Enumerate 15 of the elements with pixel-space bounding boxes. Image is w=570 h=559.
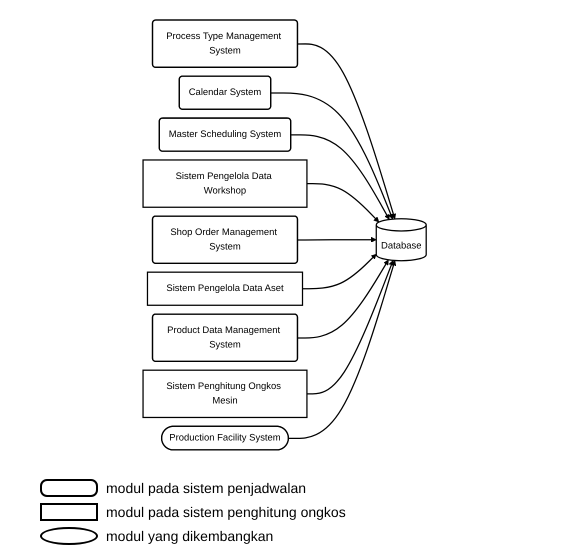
arrow	[298, 42, 396, 219]
node-box: Sistem Penghitung Ongkos Mesin	[142, 369, 308, 418]
arrow	[291, 134, 390, 220]
legend-label: modul pada sistem penghitung ongkos	[106, 504, 346, 520]
arrow	[298, 236, 377, 242]
node-box: Sistem Pengelola Data Aset	[147, 271, 304, 306]
arrow	[289, 260, 397, 439]
legend-label: modul yang dikembangkan	[106, 528, 274, 544]
node-box: Sistem Pengelola Data Workshop	[142, 158, 308, 208]
arrow	[307, 260, 394, 394]
arrow	[271, 92, 394, 219]
arrow	[298, 259, 390, 338]
arrow	[302, 253, 377, 289]
arrow	[307, 182, 380, 222]
legend-label: modul pada sistem penjadwalan	[106, 480, 306, 496]
